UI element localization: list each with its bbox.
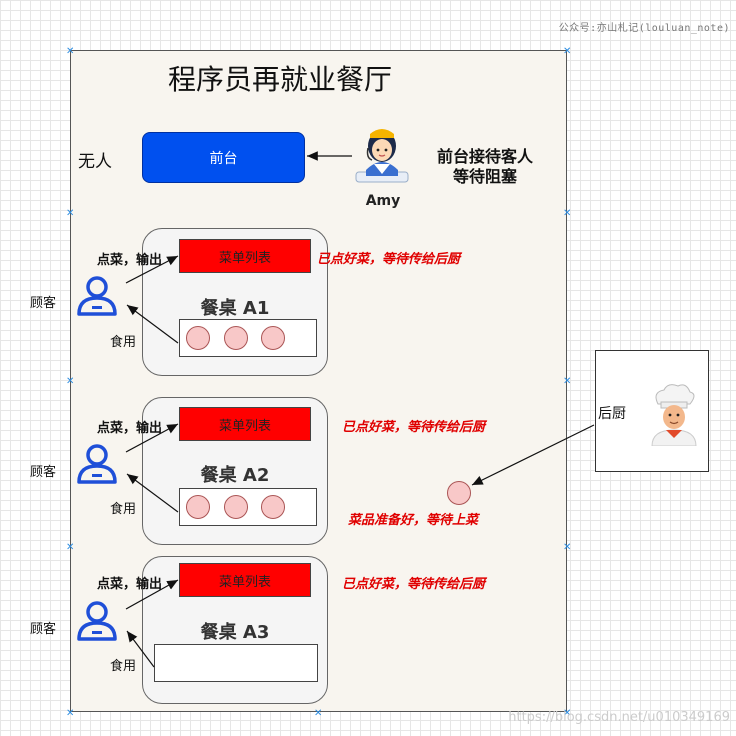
- kitchen-dish-note: 菜品准备好，等待上菜: [348, 513, 479, 528]
- table-a3-food-area: [154, 644, 318, 682]
- table-a2-name: 餐桌 A2: [200, 465, 270, 486]
- watermark: 公众号:亦山札记(louluan_note): [558, 23, 730, 34]
- table-a2-menu[interactable]: 菜单列表: [179, 407, 311, 441]
- dish: [261, 495, 285, 519]
- chef-icon: [651, 384, 697, 446]
- table-a3-name: 餐桌 A3: [200, 622, 270, 643]
- receptionist-note: 前台接待客人 等待阻塞: [420, 147, 550, 187]
- table-a1-name: 餐桌 A1: [200, 298, 270, 319]
- kitchen-box[interactable]: [595, 350, 709, 472]
- customer-icon: [77, 601, 117, 641]
- svg-text:✕: ✕: [563, 542, 571, 553]
- arrow-eat-a2: [126, 473, 179, 513]
- receptionist-icon: [355, 129, 409, 183]
- table-a3-menu[interactable]: 菜单列表: [179, 563, 311, 597]
- svg-text:✕: ✕: [563, 208, 571, 219]
- svg-text:✕: ✕: [314, 708, 322, 719]
- table-a3-customer-label: 顾客: [30, 622, 57, 637]
- table-a2-customer-label: 顾客: [30, 465, 57, 480]
- table-a1-order-label: 点菜，输出: [97, 253, 163, 268]
- svg-text:✕: ✕: [66, 46, 74, 57]
- arrow-kitchen-to-dish: [471, 424, 595, 486]
- table-a1-eat-label: 食用: [110, 335, 137, 350]
- dish: [224, 495, 248, 519]
- svg-text:✕: ✕: [66, 708, 74, 719]
- dish: [186, 326, 210, 350]
- ready-dish: [447, 481, 471, 505]
- table-a3-eat-label: 食用: [110, 659, 137, 674]
- receptionist-note-line2: 等待阻塞: [452, 167, 517, 186]
- arrow-order-a3: [125, 579, 179, 610]
- kitchen-label: 后厨: [598, 406, 626, 422]
- customer-icon: [77, 444, 117, 484]
- selection-markers: ✕ ✕ ✕ ✕ ✕ ✕ ✕ ✕ ✕ ✕ ✕: [66, 46, 571, 719]
- front-desk-box[interactable]: 前台: [142, 132, 305, 183]
- svg-text:✕: ✕: [563, 376, 571, 387]
- table-a1-food-area: [179, 319, 317, 357]
- dish: [261, 326, 285, 350]
- arrow-order-a2: [125, 423, 179, 453]
- table-a3-order-label: 点菜，输出: [97, 577, 163, 592]
- front-desk-status: 无人: [78, 152, 112, 172]
- table-a1-menu[interactable]: 菜单列表: [179, 239, 311, 273]
- arrow-eat-a3: [126, 630, 155, 668]
- svg-text:✕: ✕: [563, 708, 571, 719]
- receptionist-name: Amy: [365, 193, 401, 209]
- svg-text:✕: ✕: [66, 542, 74, 553]
- table-a3-note: 已点好菜，等待传给后厨: [342, 577, 486, 592]
- svg-text:✕: ✕: [563, 46, 571, 57]
- receptionist-note-line1: 前台接待客人: [436, 147, 533, 166]
- customer-icon: [77, 276, 117, 316]
- table-a2-note: 已点好菜，等待传给后厨: [342, 420, 486, 435]
- svg-text:✕: ✕: [66, 376, 74, 387]
- page-title: 程序员再就业餐厅: [167, 63, 392, 96]
- arrow-eat-a1: [126, 304, 179, 344]
- watermark-url: https://blog.csdn.net/u010349169: [508, 710, 730, 725]
- dish: [224, 326, 248, 350]
- table-a2-order-label: 点菜，输出: [97, 421, 163, 436]
- table-a2-eat-label: 食用: [110, 502, 137, 517]
- arrow-order-a1: [125, 255, 179, 284]
- table-a1-customer-label: 顾客: [30, 296, 57, 311]
- dish: [186, 495, 210, 519]
- svg-text:✕: ✕: [66, 208, 74, 219]
- table-a1-note: 已点好菜，等待传给后厨: [317, 252, 461, 267]
